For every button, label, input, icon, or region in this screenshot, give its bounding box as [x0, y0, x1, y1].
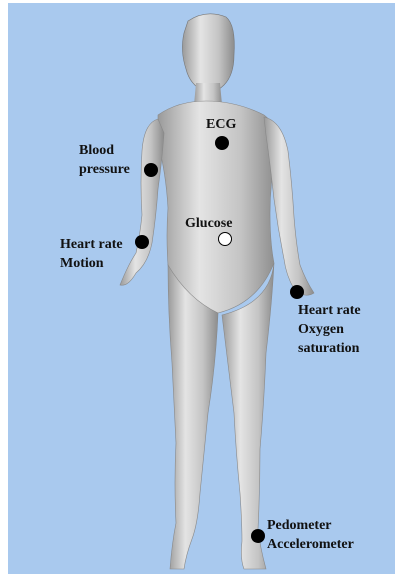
label-ecg-text: ECG: [206, 115, 236, 134]
label-glucose: Glucose: [185, 214, 232, 233]
sensor-blood-pressure: [144, 163, 158, 177]
label-heart-rate-motion-line2: Motion: [60, 254, 123, 273]
label-glucose-text: Glucose: [185, 214, 232, 233]
label-ecg: ECG: [206, 115, 236, 134]
label-heart-rate-motion: Heart rate Motion: [60, 235, 123, 273]
sensor-ecg: [215, 136, 229, 150]
diagram-frame: ECG Blood pressure Glucose Heart rate Mo…: [8, 3, 395, 574]
label-pedometer: Pedometer Accelerometer: [267, 516, 354, 554]
mannequin-head: [182, 14, 234, 92]
mannequin-leg-left: [168, 265, 218, 569]
label-heart-rate-oxygen-line3: saturation: [298, 339, 361, 358]
label-blood-pressure-line1: Blood: [79, 141, 130, 160]
label-blood-pressure-line2: pressure: [79, 160, 130, 179]
label-heart-rate-oxygen: Heart rate Oxygen saturation: [298, 301, 361, 358]
sensor-heart-rate-oxygen: [290, 285, 304, 299]
label-pedometer-line1: Pedometer: [267, 516, 354, 535]
sensor-glucose: [218, 232, 232, 246]
label-heart-rate-oxygen-line1: Heart rate: [298, 301, 361, 320]
label-heart-rate-motion-line1: Heart rate: [60, 235, 123, 254]
label-pedometer-line2: Accelerometer: [267, 535, 354, 554]
sensor-heart-rate-motion: [135, 235, 149, 249]
label-blood-pressure: Blood pressure: [79, 141, 130, 179]
label-heart-rate-oxygen-line2: Oxygen: [298, 320, 361, 339]
mannequin-figure: [8, 3, 395, 574]
sensor-pedometer: [251, 529, 265, 543]
